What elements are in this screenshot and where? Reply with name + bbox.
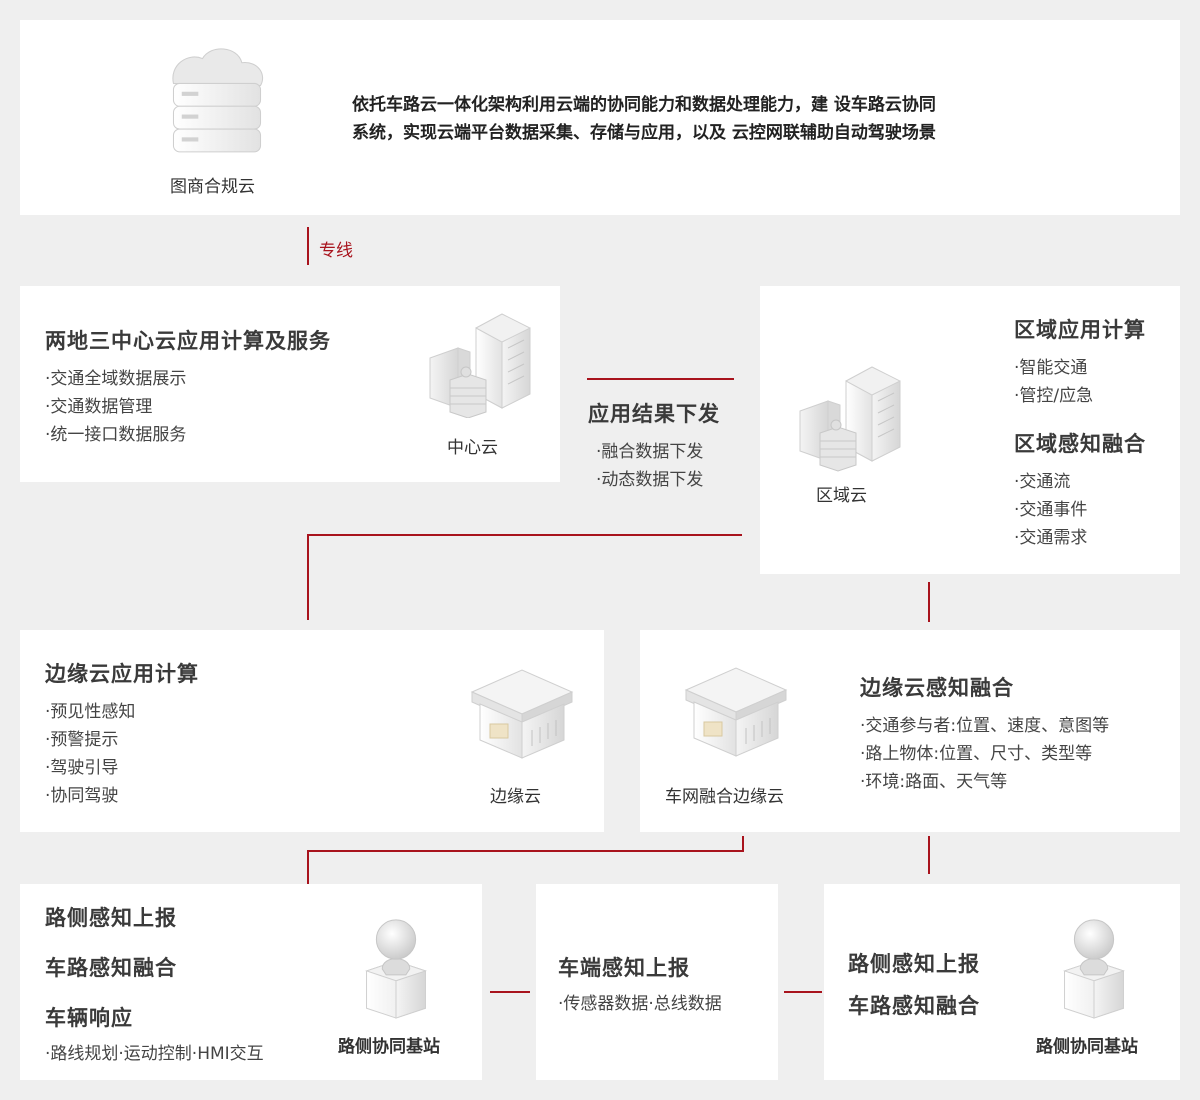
dispatch-connector: [587, 378, 734, 380]
region-compute-item-2: ·管控/应急: [1014, 386, 1094, 406]
edge-compute-title: 边缘云应用计算: [45, 662, 199, 686]
roadside-vehicle-connector-right: [784, 991, 822, 993]
center-cloud-label: 中心云: [447, 438, 498, 458]
roadside-left-label: 路侧协同基站: [338, 1037, 440, 1057]
edge-item-4: ·协同驾驶: [45, 786, 119, 806]
edge-fusion-item-3: ·环境:路面、天气等: [860, 772, 1008, 792]
roadside-left-title-1: 路侧感知上报: [45, 906, 177, 930]
station-figure-icon: [356, 912, 436, 1020]
vehicle-panel: [536, 884, 778, 1080]
edge-fusion-title: 边缘云感知融合: [860, 676, 1014, 700]
region-fusion-item-2: ·交通事件: [1014, 500, 1088, 520]
dedicated-line-label: 专线: [319, 241, 353, 261]
edge-item-3: ·驾驶引导: [45, 758, 119, 778]
edge-box-icon: [462, 662, 582, 762]
top-description-line2: 系统，实现云端平台数据采集、存储与应用，以及 云控网联辅助自动驾驶场景: [352, 123, 936, 143]
cloud-label: 图商合规云: [170, 177, 255, 197]
region-fusion-title: 区域感知融合: [1014, 432, 1146, 456]
edge-fusion-label: 车网融合边缘云: [665, 787, 784, 807]
edge-fusion-item-1: ·交通参与者:位置、速度、意图等: [860, 716, 1110, 736]
edge-item-2: ·预警提示: [45, 730, 119, 750]
top-description-line1: 依托车路云一体化架构利用云端的协同能力和数据处理能力，建 设车路云协同: [352, 95, 936, 115]
roadside-left-title-3: 车辆响应: [45, 1006, 133, 1030]
dispatch-item-2: ·动态数据下发: [596, 470, 704, 490]
cloud-server-icon: [165, 42, 269, 156]
region-fusion-item-3: ·交通需求: [1014, 528, 1088, 548]
roadside-left-item: ·路线规划·运动控制·HMI交互: [45, 1044, 264, 1064]
roadside-right-title-2: 车路感知融合: [848, 994, 980, 1018]
edge-box-icon: [676, 660, 796, 760]
building-server-icon: [418, 308, 538, 418]
region-compute-title: 区域应用计算: [1014, 318, 1146, 342]
fusion-to-roadside-right-connector: [928, 836, 930, 874]
region-compute-item-1: ·智能交通: [1014, 358, 1088, 378]
dispatch-title: 应用结果下发: [588, 402, 720, 426]
region-to-edge-drop: [307, 534, 309, 620]
roadside-right-title-1: 路侧感知上报: [848, 952, 980, 976]
dispatch-item-1: ·融合数据下发: [596, 442, 704, 462]
center-item-3: ·统一接口数据服务: [45, 425, 187, 445]
roadside-vehicle-connector-left: [490, 991, 530, 993]
edge-item-1: ·预见性感知: [45, 702, 136, 722]
roadside-left-title-2: 车路感知融合: [45, 956, 177, 980]
edge-fusion-item-2: ·路上物体:位置、尺寸、类型等: [860, 744, 1093, 764]
center-item-2: ·交通数据管理: [45, 397, 153, 417]
region-cloud-label: 区域云: [816, 486, 867, 506]
vehicle-item: ·传感器数据·总线数据: [558, 994, 722, 1014]
roadside-right-label: 路侧协同基站: [1036, 1037, 1138, 1057]
vehicle-title: 车端感知上报: [558, 956, 690, 980]
region-fusion-item-1: ·交通流: [1014, 472, 1071, 492]
dedicated-line-connector: [307, 227, 309, 265]
fusion-to-roadside-left-rise: [742, 836, 744, 852]
center-cloud-title: 两地三中心云应用计算及服务: [45, 329, 331, 353]
fusion-to-roadside-left-connector: [307, 850, 744, 852]
station-figure-icon: [1054, 912, 1134, 1020]
center-item-1: ·交通全域数据展示: [45, 369, 187, 389]
region-to-fusion-connector: [928, 582, 930, 622]
fusion-to-roadside-left-drop: [307, 850, 309, 884]
edge-cloud-label: 边缘云: [490, 787, 541, 807]
region-to-edge-connector: [307, 534, 742, 536]
building-server-icon: [788, 356, 908, 476]
